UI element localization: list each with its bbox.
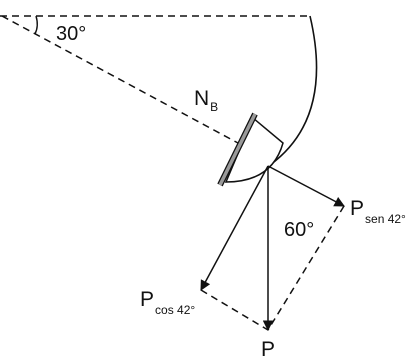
normal-direction-line [1, 15, 239, 144]
component-sen-subscript: sen 42° [365, 212, 406, 226]
component-sen-main: P [350, 197, 364, 220]
angle-label-60: 60° [284, 219, 314, 241]
component-cos-vector [200, 165, 269, 291]
curved-surface [269, 15, 318, 166]
normal-force-subscript: B [210, 100, 218, 114]
component-cos-main: P [140, 288, 154, 311]
angle-arc-30 [34, 15, 38, 35]
angle-label-30: 30° [56, 23, 86, 45]
component-sen-label: Psen 42° [350, 197, 406, 226]
component-cos-subscript: cos 42° [155, 303, 195, 317]
weight-label: P [261, 338, 275, 356]
component-cos-label: Pcos 42° [140, 288, 195, 317]
normal-force-label: NB [194, 87, 218, 114]
component-sen-vector [267, 165, 345, 207]
parallelogram-dashed-left [200, 289, 269, 331]
normal-force-main: N [194, 87, 209, 110]
object-plate [218, 113, 257, 186]
parallelogram-dashed-right [267, 205, 345, 331]
